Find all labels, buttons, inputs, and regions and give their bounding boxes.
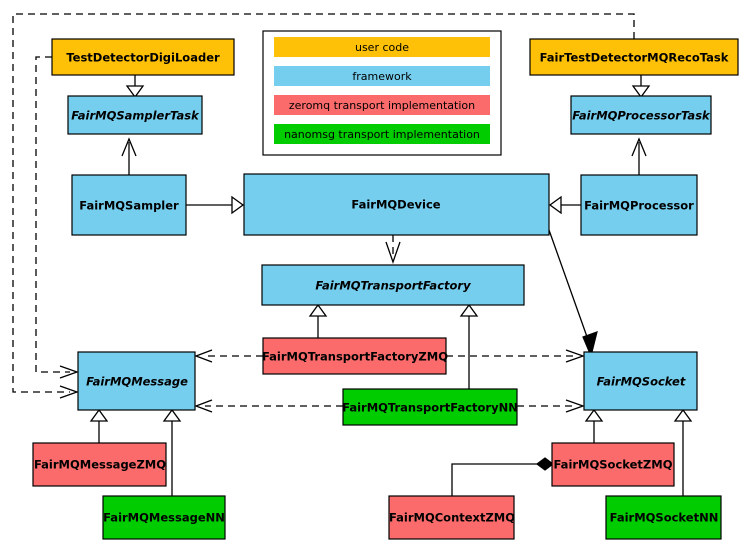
class-rect-FairMQMessageZMQ[interactable] <box>32 442 167 487</box>
class-node-FairMQDevice[interactable]: FairMQDevice <box>243 173 550 236</box>
edge-factoryzmq-to-message <box>194 349 263 363</box>
class-label-FairMQMessageZMQ: FairMQMessageZMQ <box>34 458 166 472</box>
edge-digiloader-to-samplertask <box>125 75 145 99</box>
legend-item-nanomsg: nanomsg transport implementation <box>274 124 490 144</box>
class-node-FairMQSocketNN[interactable]: FairMQSocketNN <box>605 495 722 540</box>
legend-item-user-code: user code <box>274 37 490 57</box>
legend-label-framework: framework <box>352 70 412 83</box>
class-label-FairMQMessageNN: FairMQMessageNN <box>103 511 225 525</box>
class-node-FairMQTransportFactory[interactable]: FairMQTransportFactory <box>261 264 525 306</box>
class-label-FairMQSocket: FairMQSocket <box>597 375 686 389</box>
class-rect-FairMQTransportFactoryZMQ[interactable] <box>262 337 447 375</box>
edge-digiloader-to-message <box>35 56 79 379</box>
edge-recotask-to-message <box>12 13 635 399</box>
legend-item-framework: framework <box>274 66 490 86</box>
edge-device-to-transportfactory <box>385 235 401 264</box>
class-rect-FairMQSocketNN[interactable] <box>605 495 722 540</box>
class-rect-FairMQSocket[interactable] <box>583 351 698 411</box>
edge-messagenn-to-message <box>162 408 182 496</box>
edge-factorynn-to-socket <box>517 399 585 413</box>
edge-processor-to-processortask <box>631 137 647 175</box>
class-node-FairMQProcessorTask[interactable]: FairMQProcessorTask <box>570 95 712 135</box>
class-rect-FairMQTransportFactory[interactable] <box>261 264 525 306</box>
class-node-FairMQProcessor[interactable]: FairMQProcessor <box>580 174 698 236</box>
edge-contextzmq-to-socketzmq <box>451 457 554 496</box>
class-node-FairMQSamplerTask[interactable]: FairMQSamplerTask <box>67 95 203 135</box>
edge-recotask-to-processortask <box>631 75 651 99</box>
edge-sampler-to-device <box>186 195 245 215</box>
class-node-FairMQTransportFactoryZMQ[interactable]: FairMQTransportFactoryZMQ <box>262 337 448 375</box>
class-rect-FairMQProcessorTask[interactable] <box>570 95 712 135</box>
class-label-FairMQTransportFactoryNN: FairMQTransportFactoryNN <box>342 401 518 415</box>
legend-swatch-framework <box>274 66 490 86</box>
class-rect-FairMQSocketZMQ[interactable] <box>551 442 675 487</box>
class-node-FairMQContextZMQ[interactable]: FairMQContextZMQ <box>388 495 515 540</box>
class-label-FairTestDetectorMQRecoTask: FairTestDetectorMQRecoTask <box>540 51 729 65</box>
class-rect-FairMQTransportFactoryNN[interactable] <box>342 388 518 426</box>
class-label-FairMQTransportFactoryZMQ: FairMQTransportFactoryZMQ <box>262 350 448 364</box>
legend-label-nanomsg: nanomsg transport implementation <box>284 128 480 141</box>
legend-label-zeromq: zeromq transport implementation <box>289 99 475 112</box>
legend: user code framework zeromq transport imp… <box>262 30 502 156</box>
legend-label-user-code: user code <box>355 41 409 54</box>
edge-processor-to-device <box>548 195 581 215</box>
class-node-FairMQSocket[interactable]: FairMQSocket <box>583 351 698 411</box>
class-node-FairMQMessageZMQ[interactable]: FairMQMessageZMQ <box>32 442 167 487</box>
edge-device-to-socket <box>548 229 598 358</box>
class-node-FairMQSocketZMQ[interactable]: FairMQSocketZMQ <box>551 442 675 487</box>
class-rect-TestDetectorDigiLoader[interactable] <box>51 38 235 76</box>
class-node-FairMQTransportFactoryNN[interactable]: FairMQTransportFactoryNN <box>342 388 518 426</box>
class-rect-FairTestDetectorMQRecoTask[interactable] <box>529 38 739 76</box>
edge-sampler-to-samplertask <box>121 137 137 175</box>
edge-factorynn-to-factory <box>459 303 479 389</box>
class-rect-FairMQSampler[interactable] <box>71 174 187 236</box>
class-label-FairMQProcessorTask: FairMQProcessorTask <box>572 109 711 123</box>
class-rect-FairMQContextZMQ[interactable] <box>388 495 515 540</box>
class-rect-FairMQMessage[interactable] <box>77 351 196 411</box>
classes-layer: TestDetectorDigiLoader FairTestDetectorM… <box>32 38 739 540</box>
legend-swatch-nanomsg <box>274 124 490 144</box>
class-node-FairMQMessage[interactable]: FairMQMessage <box>77 351 196 411</box>
class-label-FairMQSocketNN: FairMQSocketNN <box>610 511 719 525</box>
edge-socketzmq-to-socket <box>584 408 604 443</box>
class-label-FairMQContextZMQ: FairMQContextZMQ <box>389 511 515 525</box>
class-label-FairMQProcessor: FairMQProcessor <box>584 199 694 213</box>
class-rect-FairMQMessageNN[interactable] <box>102 495 226 540</box>
relations-layer <box>12 13 693 496</box>
edge-factorynn-to-message <box>194 399 343 413</box>
class-label-FairMQDevice: FairMQDevice <box>351 198 440 212</box>
legend-swatch-zeromq <box>274 95 490 115</box>
legend-item-zeromq: zeromq transport implementation <box>274 95 490 115</box>
class-label-FairMQSocketZMQ: FairMQSocketZMQ <box>554 458 673 472</box>
class-rect-FairMQProcessor[interactable] <box>580 174 698 236</box>
class-label-FairMQTransportFactory: FairMQTransportFactory <box>315 279 471 293</box>
class-label-TestDetectorDigiLoader: TestDetectorDigiLoader <box>66 51 220 65</box>
class-node-FairMQMessageNN[interactable]: FairMQMessageNN <box>102 495 226 540</box>
edge-messagezmq-to-message <box>89 408 109 443</box>
legend-swatch-user-code <box>274 37 490 57</box>
edge-factoryzmq-to-socket <box>446 349 585 363</box>
class-rect-FairMQDevice[interactable] <box>243 173 550 236</box>
class-node-TestDetectorDigiLoader[interactable]: TestDetectorDigiLoader <box>51 38 235 76</box>
class-rect-FairMQSamplerTask[interactable] <box>67 95 203 135</box>
class-label-FairMQSamplerTask: FairMQSamplerTask <box>71 109 200 123</box>
class-node-FairTestDetectorMQRecoTask[interactable]: FairTestDetectorMQRecoTask <box>529 38 739 76</box>
class-node-FairMQSampler[interactable]: FairMQSampler <box>71 174 187 236</box>
edge-socketnn-to-socket <box>673 408 693 496</box>
class-label-FairMQMessage: FairMQMessage <box>86 375 188 389</box>
edge-factoryzmq-to-factory <box>308 303 328 338</box>
class-label-FairMQSampler: FairMQSampler <box>79 199 179 213</box>
